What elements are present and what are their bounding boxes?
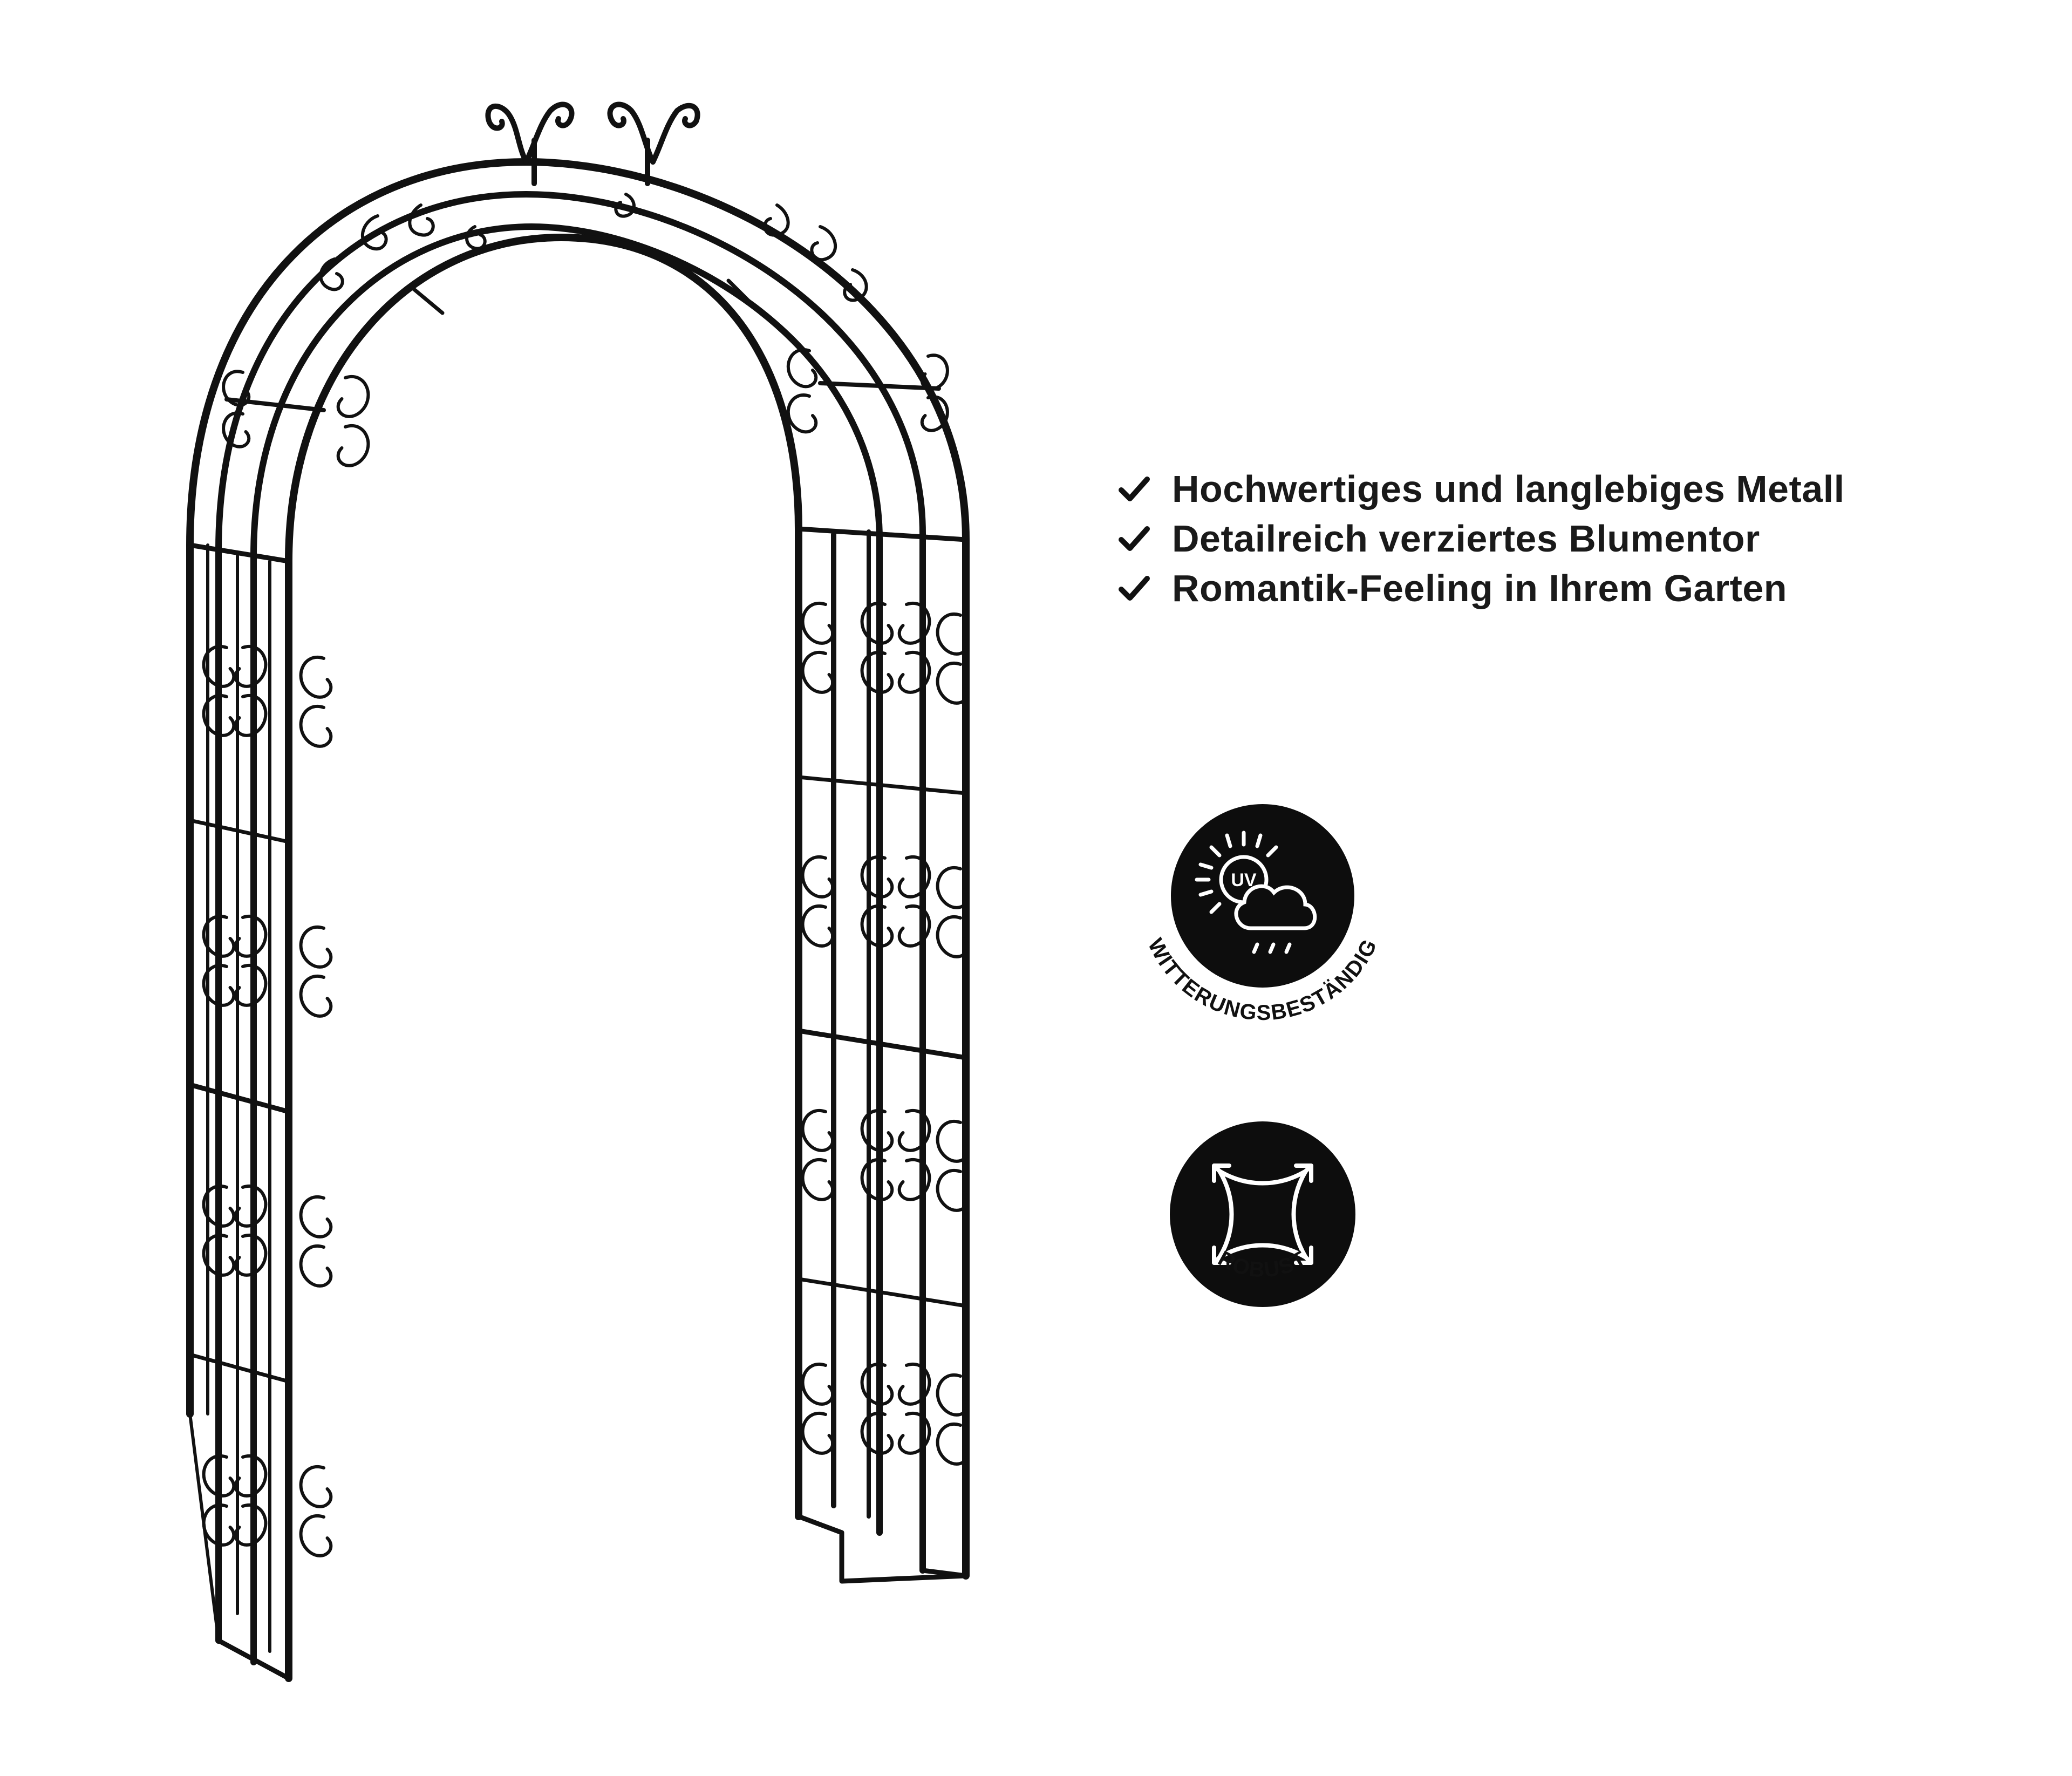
scroll-ornament [936,866,970,958]
scroll-ornament [860,1109,894,1201]
uv-sun-cloud-rain-icon [1195,831,1317,954]
scroll-ornament [936,613,970,705]
check-icon [1119,477,1150,501]
scroll-ornament [860,602,894,694]
scroll-ornament [897,855,931,948]
scroll-ornament [202,645,236,737]
scroll-ornament [936,1373,970,1466]
scroll-ornament [222,370,251,448]
uv-label: UV [1231,870,1257,890]
scroll-ornament [801,855,835,948]
garden-arch-illustration [186,101,970,1682]
scroll-ornament [299,1195,333,1288]
scroll-ornament [801,1109,835,1201]
scroll-ornament [234,645,268,737]
scroll-ornament [860,855,894,948]
scroll-ornament [299,656,333,748]
robust-square-arrows-icon [1212,1163,1313,1265]
scroll-ornament [234,915,268,1007]
scroll-ornament [801,602,835,694]
scroll-ornament [299,1465,333,1557]
feature-text: Detailreich verziertes Blumentor [1172,518,1760,560]
scroll-ornament [202,915,236,1007]
feature-list: Hochwertiges und langlebiges Metall Deta… [1117,464,1845,613]
scroll-ornament [234,1454,268,1547]
scroll-ornament [299,926,333,1018]
scroll-ornament [897,1109,931,1201]
scroll-ornament [336,375,370,467]
list-item: Detailreich verziertes Blumentor [1117,514,1845,563]
scroll-ornament [936,1120,970,1212]
robust-badge: ROBUST [1170,1121,1355,1307]
scroll-ornament [234,1185,268,1277]
scroll-ornament [920,353,949,432]
scroll-ornament [801,1363,835,1455]
scroll-ornament [897,1363,931,1455]
weather-resistant-badge: UV WITTERUNGSBESTÄNDIG [1143,804,1381,1025]
list-item: Hochwertiges und langlebiges Metall [1117,464,1845,514]
check-icon [1119,576,1150,601]
feature-text: Romantik-Feeling in Ihrem Garten [1172,567,1788,609]
scroll-ornament [786,348,818,434]
feature-text: Hochwertiges und langlebiges Metall [1172,468,1845,510]
scroll-ornament [202,1185,236,1277]
check-icon [1119,526,1150,551]
scroll-ornament [202,1454,236,1547]
scroll-ornament [897,602,931,694]
scroll-ornament [860,1363,894,1455]
list-item: Romantik-Feeling in Ihrem Garten [1117,563,1845,613]
